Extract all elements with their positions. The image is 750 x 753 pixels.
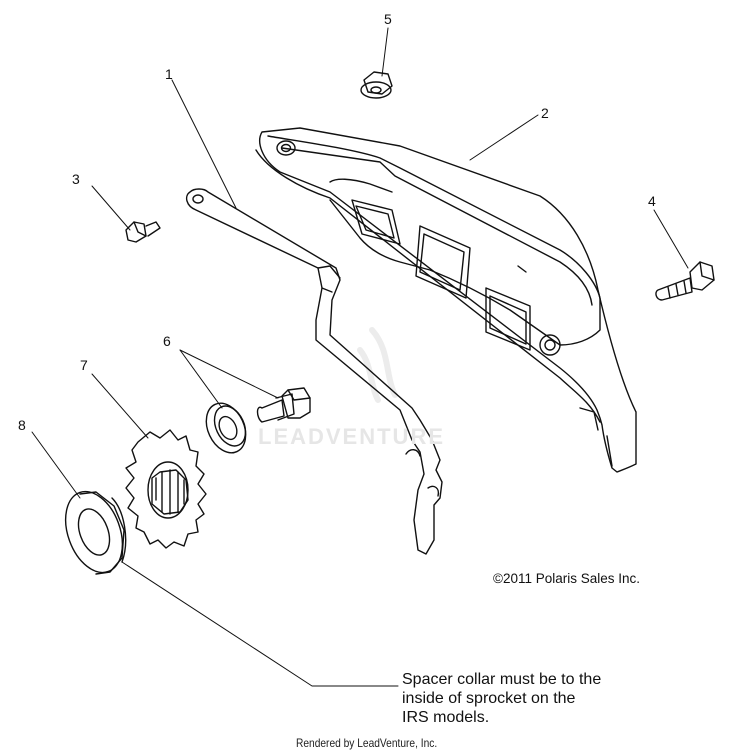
note-line-2: inside of sprocket on the [402,690,576,707]
copyright-text: ©2011 Polaris Sales Inc. [493,571,641,586]
footer-credit: Rendered by LeadVenture, Inc. [296,736,438,750]
callout-4: 4 [648,193,656,209]
bolt-part-6 [256,387,311,423]
note-line-3: IRS models. [402,709,490,726]
bolt-part-3 [125,221,161,243]
callout-7: 7 [80,357,88,373]
callout-8: 8 [18,417,26,433]
flange-nut-part [360,71,393,99]
bolt-part-4 [655,261,715,301]
chain-guard-part [255,127,637,473]
callout-5: 5 [384,11,392,27]
callout-6: 6 [163,333,171,349]
bracket-part [185,188,443,555]
leader-lines [31,27,689,687]
note-line-1: Spacer collar must be to the [402,671,602,688]
washer-part [205,402,247,454]
watermark-flame-icon [357,327,398,403]
watermark-text: LEADVENTURE [258,424,446,449]
callout-2: 2 [541,105,549,121]
callout-3: 3 [72,171,80,187]
spacer-collar-part [64,490,127,575]
sprocket-part [125,429,207,549]
spacer-note: Spacer collar must be to the inside of s… [402,670,601,727]
callout-1: 1 [165,66,173,82]
